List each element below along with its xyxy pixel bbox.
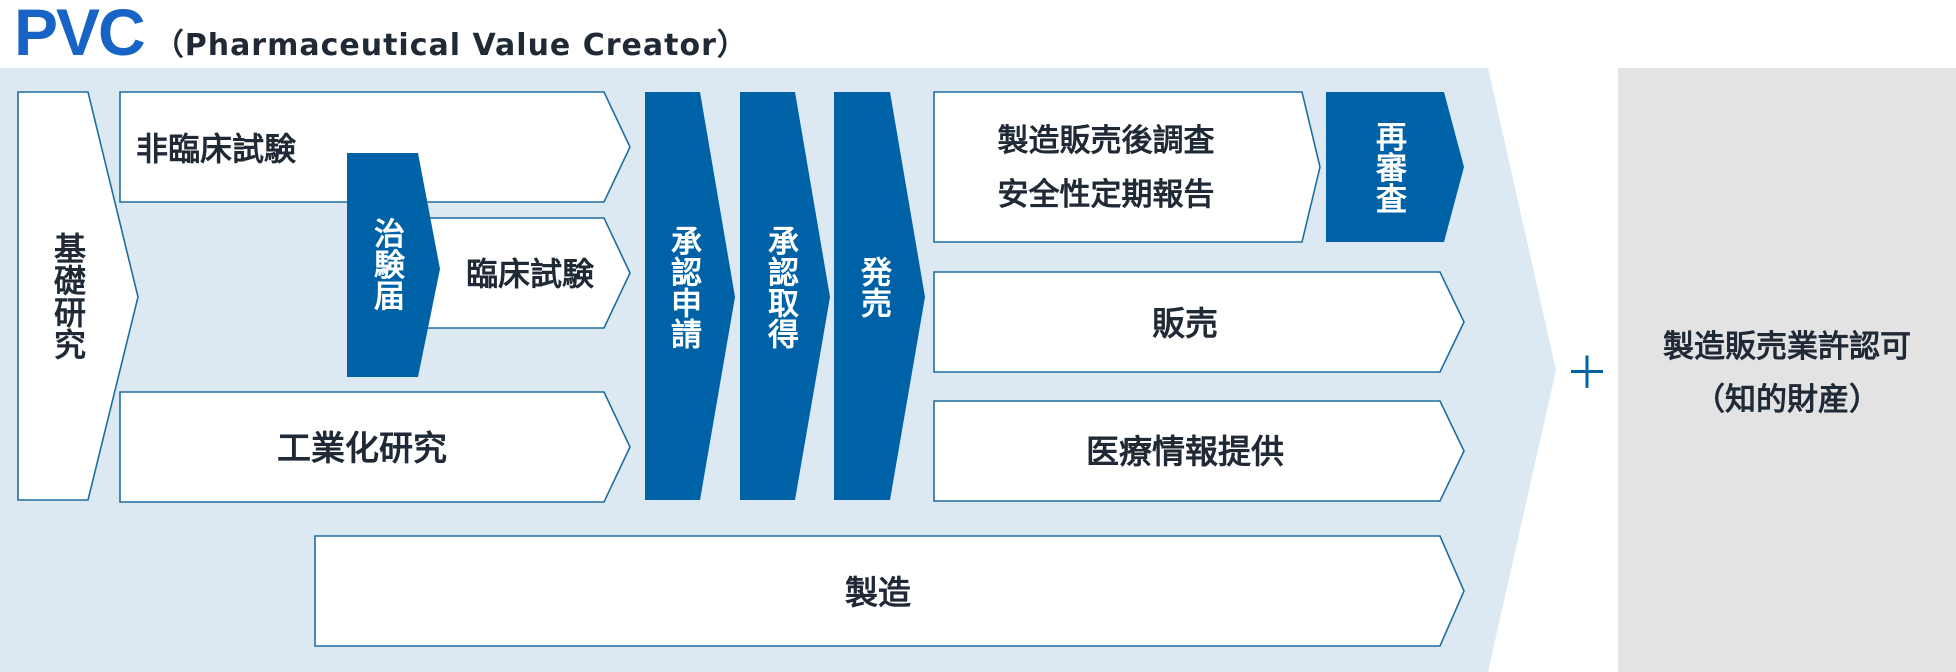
stage-manufacturing-label: 製造	[845, 573, 911, 612]
stage-approval-application: 承認申請	[645, 92, 735, 500]
stage-nonclinical-label: 非臨床試験	[136, 130, 297, 168]
license-panel-background	[1618, 68, 1956, 672]
stage-post-marketing: 製造販売後調査 安全性定期報告	[933, 91, 1321, 243]
stage-post-marketing-label-1: 製造販売後調査	[998, 123, 1215, 159]
stage-medical-info-label: 医療情報提供	[1086, 432, 1284, 471]
stage-sales: 販売	[933, 271, 1465, 373]
stage-manufacturing: 製造	[314, 535, 1465, 647]
stage-approval-acquisition-label: 承認取得	[762, 225, 800, 349]
stage-nonclinical: 非臨床試験	[119, 91, 631, 203]
stage-medical-info: 医療情報提供	[933, 400, 1465, 502]
license-sub-label: （知的財産）	[1694, 382, 1880, 418]
stage-launch: 発売	[834, 92, 925, 500]
page-title: PVC （Pharmaceutical Value Creator）	[14, 0, 748, 69]
stage-ctn: 治験届	[347, 153, 440, 377]
stage-industrial: 工業化研究	[119, 391, 631, 503]
title-subtitle: （Pharmaceutical Value Creator）	[153, 28, 748, 63]
license-label: 製造販売業許認可	[1663, 329, 1911, 365]
title-main: PVC	[14, 0, 146, 69]
plus-sign: ＋	[1565, 348, 1609, 399]
stage-post-marketing-label-2: 安全性定期報告	[998, 177, 1215, 213]
stage-basic-research: 基礎研究	[17, 91, 139, 501]
stage-reexamination-label: 再審査	[1370, 121, 1408, 214]
stage-clinical: 臨床試験	[419, 217, 631, 329]
stage-basic-research-label: 基礎研究	[49, 232, 87, 360]
stage-ctn-label: 治験届	[368, 218, 405, 311]
stage-clinical-label: 臨床試験	[466, 255, 595, 293]
stage-launch-label: 発売	[855, 256, 893, 319]
stage-reexamination: 再審査	[1326, 92, 1464, 242]
stage-sales-label: 販売	[1152, 304, 1218, 343]
stage-approval-acquisition: 承認取得	[740, 92, 830, 500]
stage-industrial-label: 工業化研究	[277, 429, 447, 469]
stage-approval-application-label: 承認申請	[665, 225, 702, 349]
